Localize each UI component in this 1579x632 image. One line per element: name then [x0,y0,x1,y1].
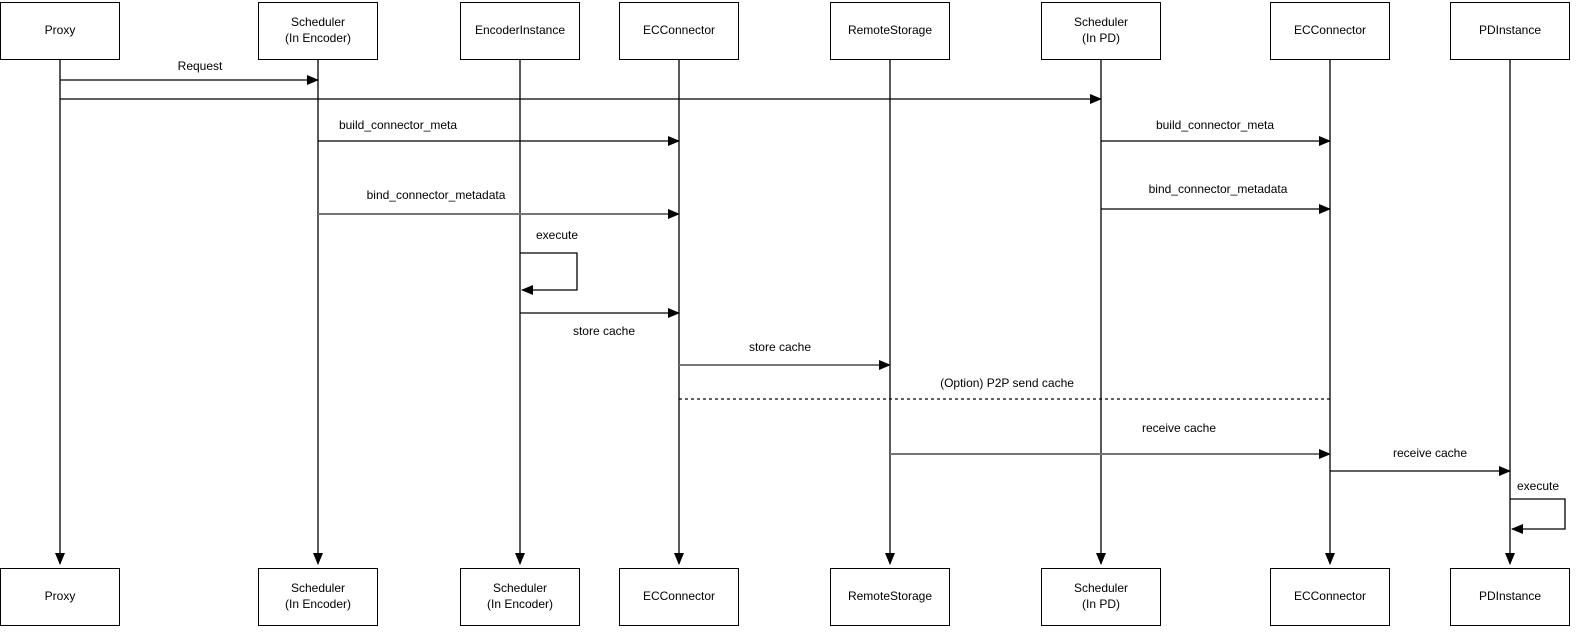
actor-box-top-proxy: Proxy [0,2,120,60]
actor-label-line: ECConnector [642,23,716,38]
actor-box-top-scheduler-encoder: Scheduler(In Encoder) [258,2,378,60]
actor-box-top-remote-storage: RemoteStorage [830,2,950,60]
message-label-build-connector-meta-pd: build_connector_meta [1155,118,1275,132]
actor-box-top-ec-connector-encoder: ECConnector [619,2,739,60]
message-label-build-connector-meta-encoder: build_connector_meta [338,118,458,132]
actor-box-top-encoder-instance: EncoderInstance [460,2,580,60]
message-label-store-cache-encoder: store cache [572,324,636,338]
message-label-bind-connector-metadata-encoder: bind_connector_metadata [366,188,506,202]
actor-label-line: (In PD) [1081,597,1120,611]
actor-label-line: (In PD) [1081,31,1120,45]
message-label-execute-pd: execute [1516,479,1560,493]
actor-label-line: RemoteStorage [847,589,933,604]
actor-box-bottom-ec-connector-pd: ECConnector [1270,568,1390,626]
message-label-execute-encoder: execute [535,228,579,242]
actor-box-bottom-proxy: Proxy [0,568,120,626]
actor-label-line: Proxy [44,23,76,38]
actor-box-bottom-remote-storage: RemoteStorage [830,568,950,626]
actor-label-line: Scheduler [492,581,548,596]
actor-label-line: (In Encoder) [284,597,352,611]
actor-box-top-ec-connector-pd: ECConnector [1270,2,1390,60]
actor-box-bottom-pd-instance: PDInstance [1450,568,1570,626]
message-label-request: Request [177,59,223,73]
actor-label-line: (In Encoder) [284,31,352,45]
actor-label-line: EncoderInstance [474,23,566,38]
message-label-bind-connector-metadata-pd: bind_connector_metadata [1148,182,1288,196]
actor-label-line: Scheduler [290,15,346,30]
actor-box-bottom-encoder-instance: Scheduler(In Encoder) [460,568,580,626]
actor-box-bottom-ec-connector-encoder: ECConnector [619,568,739,626]
self-message-execute-encoder [520,252,578,295]
actor-label-line: Proxy [44,589,76,604]
message-label-receive-cache-remote: receive cache [1141,421,1217,435]
actor-label-line: Scheduler [1073,581,1129,596]
message-label-receive-cache-pd: receive cache [1392,446,1468,460]
actor-box-bottom-scheduler-encoder: Scheduler(In Encoder) [258,568,378,626]
actor-box-bottom-scheduler-pd: Scheduler(In PD) [1041,568,1161,626]
message-label-store-cache-remote: store cache [748,340,812,354]
actor-label-line: PDInstance [1478,23,1542,38]
actor-label-line: (In Encoder) [486,597,554,611]
actor-box-top-scheduler-pd: Scheduler(In PD) [1041,2,1161,60]
self-message-execute-pd [1510,498,1566,534]
actor-label-line: ECConnector [1293,23,1367,38]
actor-label-line: RemoteStorage [847,23,933,38]
actor-box-top-pd-instance: PDInstance [1450,2,1570,60]
actor-label-line: PDInstance [1478,589,1542,604]
actor-label-line: Scheduler [290,581,346,596]
message-label-p2p-send-cache: (Option) P2P send cache [940,376,1074,390]
actor-label-line: Scheduler [1073,15,1129,30]
actor-label-line: ECConnector [642,589,716,604]
actor-label-line: ECConnector [1293,589,1367,604]
